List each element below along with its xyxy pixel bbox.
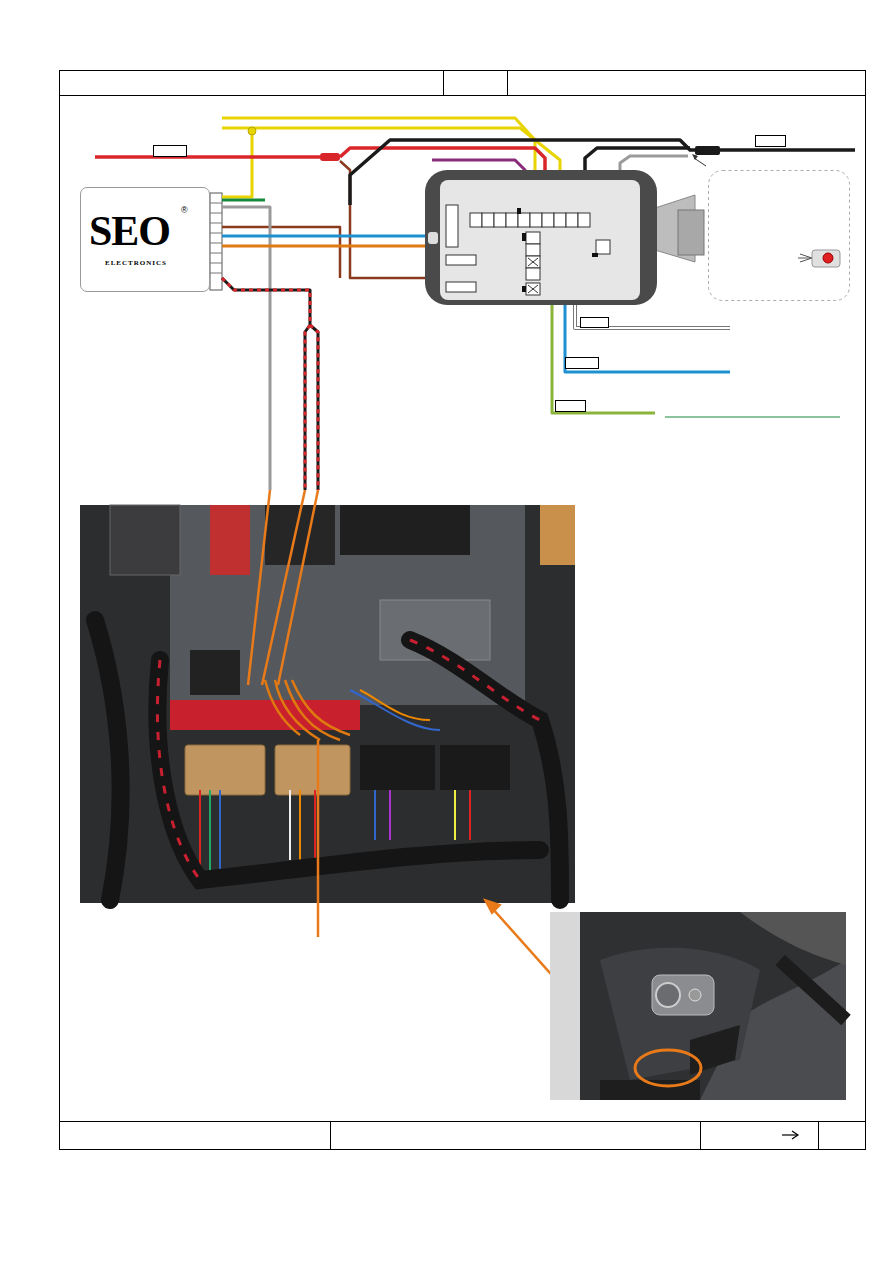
arrow-head [485,900,500,913]
header-divider [443,70,444,95]
registered-mark: ® [181,206,188,215]
remote-sensor [692,154,850,301]
page-arrow [782,1131,798,1139]
page-frame [60,71,866,1150]
photo-fusebox [80,505,575,903]
header-rule [59,95,866,96]
header-divider [507,70,508,95]
wires [95,118,855,490]
footer-divider [818,1121,819,1149]
brand-logo: SEO [89,210,170,252]
module-logo-box: SEO ® ELECTRONICS [80,187,210,292]
wire-tag [154,136,786,412]
footer-divider [330,1121,331,1149]
module-connector [210,193,222,290]
control-unit [425,170,704,305]
footer-divider [700,1121,701,1149]
footer-rule [59,1121,866,1122]
photo-dashboard [550,912,846,1100]
brand-subtitle: ELECTRONICS [105,260,167,267]
